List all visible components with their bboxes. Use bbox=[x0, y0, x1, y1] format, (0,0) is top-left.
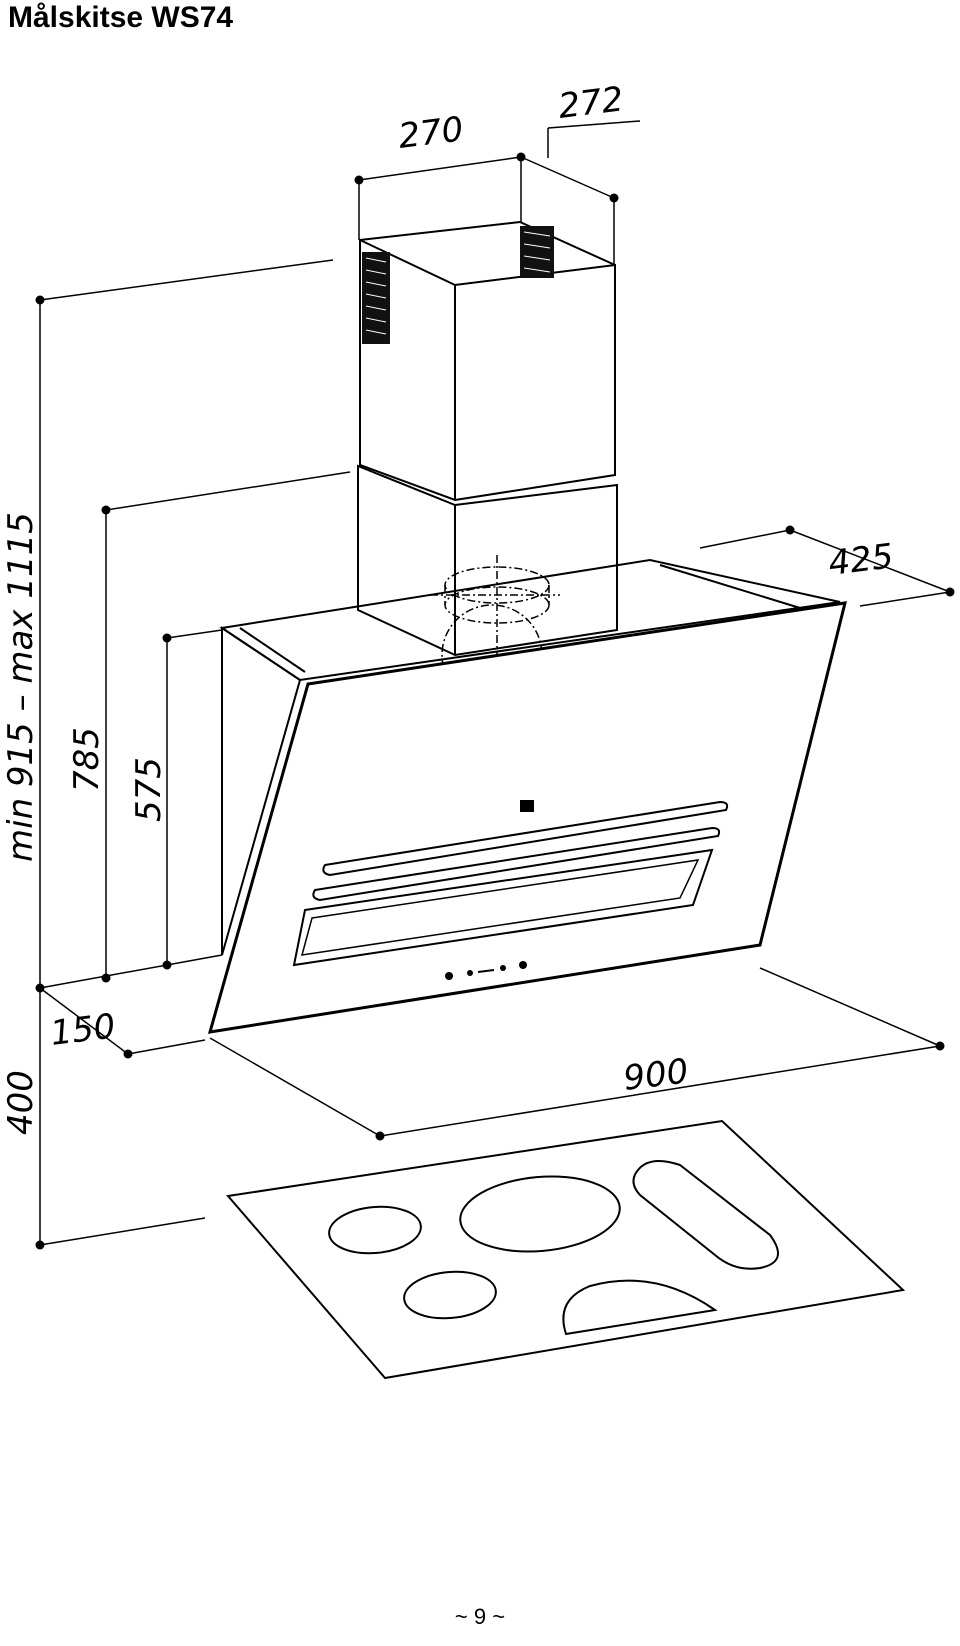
label-height-range: min 915 – max 1115 bbox=[1, 512, 41, 862]
label-hood-depth: 425 bbox=[826, 536, 895, 584]
light-strip-upper bbox=[322, 800, 729, 877]
vent-grille-left bbox=[362, 252, 390, 344]
light-strip-lower bbox=[312, 826, 721, 902]
cooktop bbox=[226, 1119, 906, 1380]
hood-body bbox=[207, 558, 847, 1034]
dimension-lines bbox=[35, 120, 955, 1250]
vent-grille-right bbox=[520, 226, 554, 278]
page-title: Målskitse WS74 bbox=[8, 1, 234, 34]
label-height-785: 785 bbox=[67, 727, 107, 792]
label-hood-width: 900 bbox=[621, 1051, 690, 1099]
brand-logo bbox=[520, 800, 534, 812]
control-buttons bbox=[445, 961, 527, 980]
label-chimney-depth: 272 bbox=[556, 79, 625, 127]
filter-opening bbox=[292, 848, 714, 967]
page-number: ~ 9 ~ bbox=[454, 1604, 506, 1629]
label-height-575: 575 bbox=[129, 757, 169, 822]
label-offset-150: 150 bbox=[48, 1006, 117, 1054]
label-chimney-width: 270 bbox=[396, 109, 465, 157]
chimney bbox=[357, 221, 618, 657]
label-clearance-400: 400 bbox=[1, 1070, 41, 1135]
